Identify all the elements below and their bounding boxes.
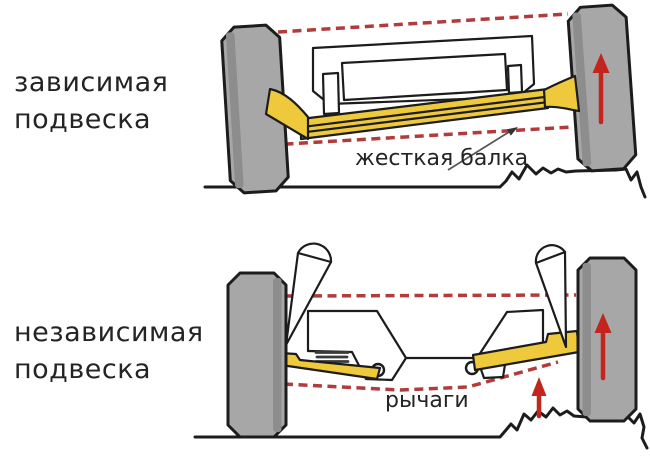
beam-end-right: [542, 74, 581, 113]
independent-suspension-label: независимая подвеска: [14, 314, 204, 388]
arms-callout: рычаги: [385, 388, 469, 413]
left-wheel: [226, 271, 288, 439]
up-arrow-icon: [592, 53, 610, 125]
dependent-suspension-diagram: [203, 3, 647, 199]
label-line: подвеска: [14, 104, 152, 135]
up-arrow-icon: [594, 313, 612, 381]
reference-dashed-line-bottom: [269, 125, 573, 147]
callout-arrow-icon: [447, 127, 518, 171]
independent-suspension-diagram: [193, 242, 649, 450]
wheel-shade: [225, 32, 244, 189]
beam-rib-line: [302, 95, 548, 128]
spring-perch-left: [321, 71, 341, 116]
wheel-shade: [582, 263, 591, 416]
right-wheel: [576, 256, 638, 423]
reference-dashed-line-top: [277, 12, 569, 34]
beam-rib-line: [302, 101, 548, 134]
reference-dashed-line-top: [283, 293, 577, 298]
beam-end-left: [264, 87, 310, 141]
wheel-shade: [572, 12, 592, 167]
dependent-suspension-label: зависимая подвеска: [14, 64, 168, 138]
bump-up-arrow-icon: [531, 377, 547, 419]
wheel-shade: [273, 278, 282, 432]
car-body: [340, 52, 509, 102]
label-line: подвеска: [14, 354, 152, 385]
shock-absorber-left: [284, 242, 333, 347]
left-wheel: [220, 23, 290, 195]
spring-perch-right: [506, 63, 524, 95]
label-line: независимая: [14, 317, 204, 348]
shock-absorber-right: [534, 244, 568, 349]
label-line: зависимая: [14, 67, 169, 98]
reference-dashed-line-bottom: [283, 360, 559, 392]
subframe-outline: [306, 308, 545, 360]
ground-line: [193, 406, 649, 450]
rigid-beam-callout: жесткая балка: [355, 146, 529, 171]
ground-line: [203, 163, 647, 199]
